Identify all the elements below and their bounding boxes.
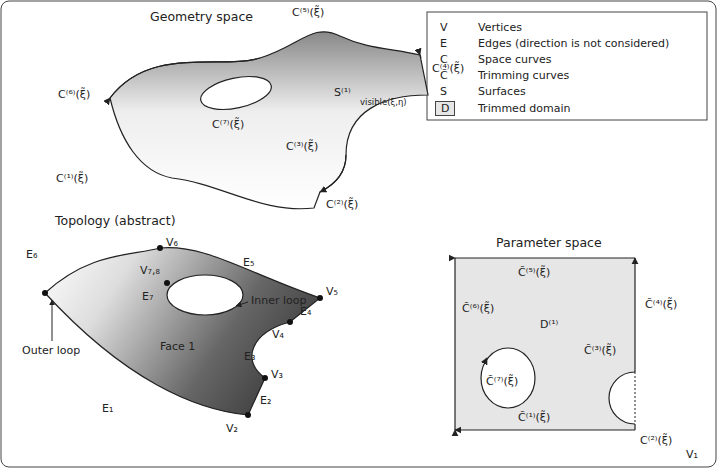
- legend-symbol: C: [440, 53, 448, 66]
- curve-label: E₂: [260, 394, 271, 407]
- legend-text: Vertices: [478, 21, 522, 34]
- curve-label: V₅: [326, 285, 338, 298]
- curve-label: Outer loop: [22, 344, 80, 357]
- curve-label: V₂: [226, 422, 238, 435]
- curve-label: C⁽⁵⁾(ξ̃): [292, 6, 324, 19]
- curve-label: C̃⁽¹⁾(ξ̃): [518, 411, 550, 424]
- legend-text: Trimmed domain: [478, 102, 571, 115]
- curve-label: C⁽¹⁾(ξ̃): [56, 172, 88, 185]
- panel-title: Topology (abstract): [55, 214, 176, 227]
- curve-label: V₄: [272, 328, 284, 341]
- curve-label: C⁽²⁾(ξ̃): [640, 434, 672, 447]
- curve-label: C⁽⁴⁾(ξ̃): [432, 62, 464, 75]
- curve-label: E₃: [244, 350, 255, 363]
- curve-label: E₅: [243, 256, 254, 269]
- curve-label: E₆: [26, 248, 37, 261]
- legend-text: Space curves: [478, 53, 552, 66]
- curve-label: C⁽⁷⁾(ξ̃): [212, 118, 244, 131]
- curve-label: C⁽⁶⁾(ξ̃): [58, 88, 90, 101]
- curve-label: C̃⁽³⁾(ξ̃): [584, 344, 616, 357]
- curve-label: E₇: [142, 290, 153, 303]
- curve-label: C̃⁽⁵⁾(ξ̃): [518, 266, 550, 279]
- legend-symbol: C̃: [440, 69, 448, 82]
- curve-label: V₇,₈: [140, 264, 160, 277]
- curve-label: V₁: [686, 448, 698, 461]
- curve-label: V₆: [166, 236, 178, 249]
- curve-label: C⁽²⁾(ξ̃): [326, 198, 358, 211]
- curve-label: D⁽¹⁾: [540, 318, 558, 331]
- curve-label: C̃⁽⁷⁾(ξ̃): [486, 375, 518, 388]
- panel-title: Geometry space: [150, 10, 253, 23]
- legend-symbol: E: [440, 37, 447, 50]
- curve-label: Inner loop: [251, 294, 306, 307]
- curve-label: E₄: [300, 305, 311, 318]
- curve-label: C̃⁽⁴⁾(ξ̃): [645, 298, 677, 311]
- legend-symbol: D: [441, 102, 449, 115]
- curve-label: E₁: [102, 402, 113, 415]
- curve-label: C⁽³⁾(ξ̃): [286, 140, 318, 153]
- curve-label: S⁽¹⁾: [334, 86, 351, 99]
- legend-symbol: V: [440, 21, 448, 34]
- legend-text: Trimming curves: [478, 69, 569, 82]
- curve-label: visible(ξ,η): [360, 96, 407, 109]
- panel-title: Parameter space: [496, 236, 602, 249]
- legend-symbol: S: [440, 85, 447, 98]
- legend-text: Surfaces: [478, 85, 526, 98]
- curve-label: C̃⁽⁶⁾(ξ̃): [462, 302, 494, 315]
- legend-text: Edges (direction is not considered): [478, 37, 669, 50]
- curve-label: V₃: [271, 368, 283, 381]
- curve-label: Face 1: [160, 340, 195, 353]
